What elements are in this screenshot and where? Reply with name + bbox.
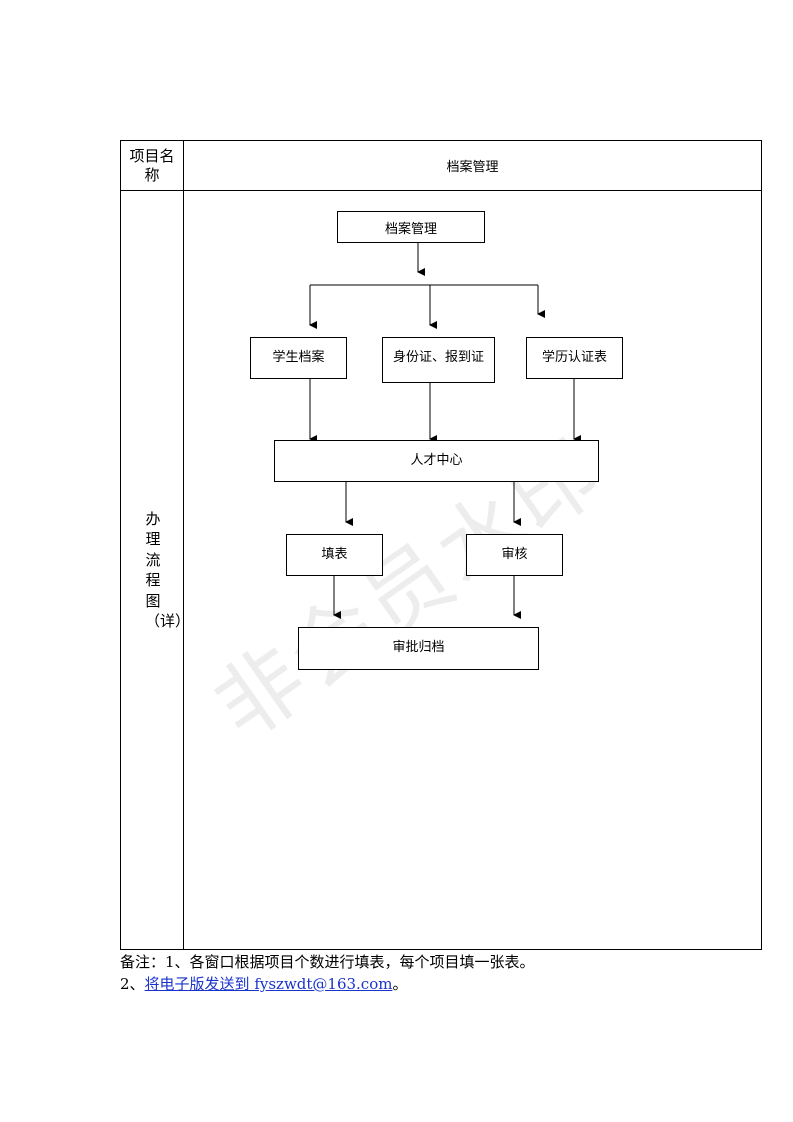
flow-box-fill-form: 填表 (286, 534, 383, 576)
note-line-2-suffix: 。 (392, 975, 408, 993)
email-link[interactable]: 将电子版发送到 fyszwdt@163.com (144, 975, 393, 993)
table-column-divider (183, 140, 184, 950)
project-name-value: 档案管理 (446, 160, 499, 175)
flow-box-student-file: 学生档案 (250, 337, 347, 379)
flow-box-talent-center: 人才中心 (274, 440, 599, 482)
flow-box-degree-cert: 学历认证表 (526, 337, 623, 379)
note-line-2: 2、将电子版发送到 fyszwdt@163.com。 (120, 973, 407, 994)
flow-box-top: 档案管理 (337, 211, 485, 243)
table-row-divider (120, 190, 762, 191)
flow-box-review: 审核 (466, 534, 563, 576)
flow-box-approve-archive: 审批归档 (298, 627, 539, 670)
flow-label-cell: 办理流程图（详） (121, 191, 190, 949)
note-line-2-prefix: 2、 (120, 975, 145, 993)
note-line-1: 备注：1、各窗口根据项目个数进行填表，每个项目填一张表。 (120, 953, 535, 971)
flow-box-id-card: 身份证、报到证 (382, 337, 495, 383)
project-name-label: 项目名称 (129, 146, 175, 184)
form-table (120, 140, 762, 950)
